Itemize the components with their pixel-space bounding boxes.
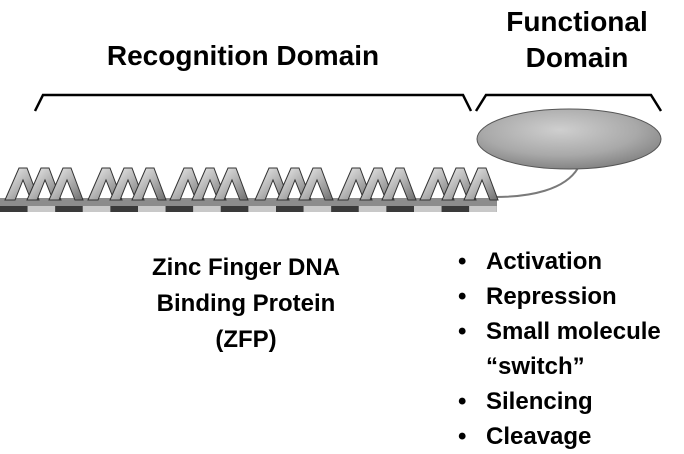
zfp-label-line3: (ZFP) [215, 326, 277, 353]
dna-segment [358, 206, 387, 212]
functional-domain-label-line1: Functional [506, 6, 648, 37]
zinc-finger-motif [169, 167, 249, 201]
recognition-domain-label: Recognition Domain [106, 40, 380, 71]
recognition-domain-bracket [33, 93, 473, 112]
dna-segment [303, 206, 332, 212]
dna-segment [414, 206, 442, 212]
zfp-label: Zinc Finger DNA Binding Protein (ZFP) [96, 250, 396, 358]
dna-strand [0, 198, 497, 212]
bullet-icon: • [458, 318, 467, 345]
dna-segment [276, 206, 304, 212]
function-list: •Activation •Repression •Small molecule … [458, 244, 661, 454]
dna-segment [331, 206, 359, 212]
function-item-text: Repression [486, 283, 617, 310]
functional-domain-ellipse [476, 108, 662, 170]
function-item-text: Activation [486, 248, 603, 275]
dna-segment [248, 206, 276, 212]
dna-segment [220, 206, 249, 212]
functional-domain-label: Functional Domain [470, 4, 684, 76]
dna-segment [55, 206, 83, 212]
zinc-finger-array [4, 167, 499, 201]
bullet-icon: • [458, 423, 467, 450]
ribbon-loop [298, 167, 334, 201]
dna-segment [138, 206, 166, 212]
bullet-icon: • [458, 388, 467, 415]
functional-domain-label-line2: Domain [525, 42, 629, 73]
ribbon-loop [131, 167, 167, 201]
bullet-icon: • [458, 283, 467, 310]
dna-segment [110, 206, 138, 212]
function-item: • Silencing [458, 384, 661, 419]
function-item-text: “switch” [486, 353, 585, 380]
zfp-label-line2: Binding Protein [156, 290, 336, 317]
dna-segment [165, 206, 194, 212]
function-item: • Cleavage [458, 419, 661, 454]
function-item-text: Small molecule [486, 318, 661, 345]
zfp-label-line1: Zinc Finger DNA [151, 254, 340, 281]
ribbon-loop [381, 167, 417, 201]
function-item-text: Silencing [486, 388, 593, 415]
zinc-finger-motif [87, 167, 167, 201]
zinc-finger-motif [337, 167, 417, 201]
dna-segment [0, 206, 28, 212]
function-item: • Activation [458, 244, 661, 279]
ribbon-loop [213, 167, 249, 201]
zinc-finger-motif [4, 167, 84, 201]
function-item: • Small molecule [458, 314, 661, 349]
dna-segment [441, 206, 470, 212]
linker-line [494, 167, 579, 198]
zinc-finger-motif [419, 167, 499, 201]
dna-segment [193, 206, 221, 212]
dna-segment [27, 206, 56, 212]
functional-domain-bracket [474, 93, 663, 112]
function-item: “switch” [458, 349, 661, 384]
dna-segment [82, 206, 111, 212]
function-item-text: Cleavage [486, 423, 592, 450]
ribbon-loop [463, 167, 499, 201]
zinc-finger-motif [254, 167, 334, 201]
dna-segment [386, 206, 414, 212]
ribbon-loop [48, 167, 84, 201]
function-item: • Repression [458, 279, 661, 314]
dna-segment [469, 206, 497, 212]
bullet-icon: • [458, 248, 467, 275]
